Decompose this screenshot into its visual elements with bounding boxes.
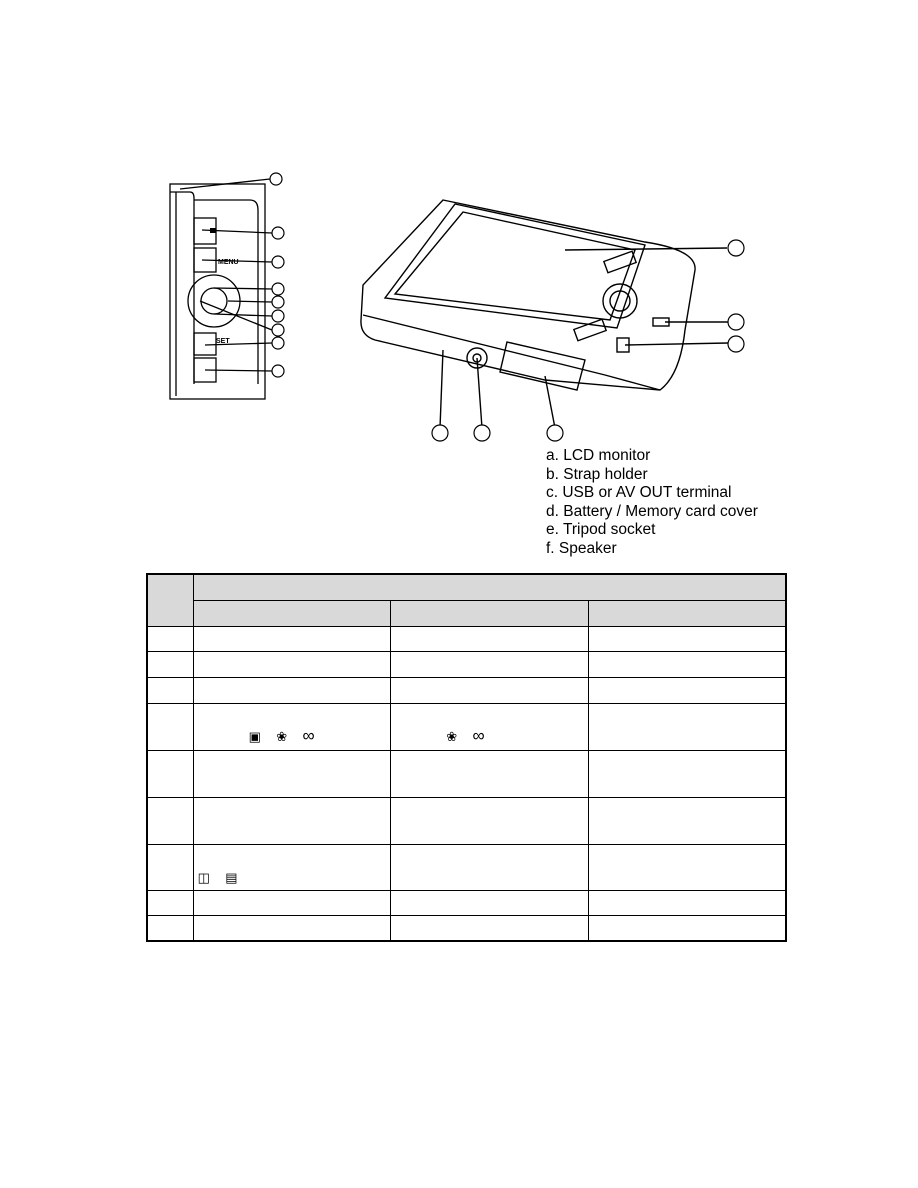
table-header-cell (587, 599, 787, 627)
legend-item-speaker: f. Speaker (546, 539, 617, 557)
table-header-cell (192, 573, 787, 601)
legend-item-usb-av-terminal: c. USB or AV OUT terminal (546, 484, 732, 502)
face-icon: ▣ (248, 728, 261, 744)
legend-item-lcd-monitor: a. LCD monitor (546, 447, 651, 464)
set-button-label: SET (216, 338, 230, 345)
table-row (146, 914, 787, 942)
table-header-cell (192, 599, 392, 627)
macro-flower-icon: ❀ (276, 728, 288, 744)
table-row (146, 749, 787, 798)
table-header-cell (146, 573, 194, 627)
table-row (146, 650, 787, 678)
macro-flower-icon: ❀ (446, 728, 458, 744)
table-row (146, 796, 787, 845)
table-row (146, 676, 787, 704)
legend-item-battery-cover: d. Battery / Memory card cover (546, 502, 758, 520)
control-panel-figure: MENU SET (169, 172, 285, 400)
table-header-cell (390, 599, 589, 627)
table-row: ◫ ▤ (146, 843, 787, 891)
camera-back-figure (360, 199, 745, 442)
exposure-compensation-icon: ◫ (197, 869, 210, 885)
menu-button-label: MENU (218, 259, 239, 266)
infinity-icon: ∞ (472, 725, 485, 745)
table-row (146, 889, 787, 916)
button-function-table: ▣ ❀ ∞ ❀ ∞ ◫ ▤ (146, 573, 787, 942)
parts-legend: a. LCD monitor b. Strap holder c. USB or… (546, 447, 758, 559)
legend-item-strap-holder: b. Strap holder (546, 465, 648, 483)
backlight-icon: ▤ (225, 869, 238, 885)
legend-item-tripod-socket: e. Tripod socket (546, 521, 656, 539)
table-row (146, 625, 787, 652)
table-row: ▣ ❀ ∞ ❀ ∞ (146, 702, 787, 751)
infinity-icon: ∞ (302, 725, 315, 745)
